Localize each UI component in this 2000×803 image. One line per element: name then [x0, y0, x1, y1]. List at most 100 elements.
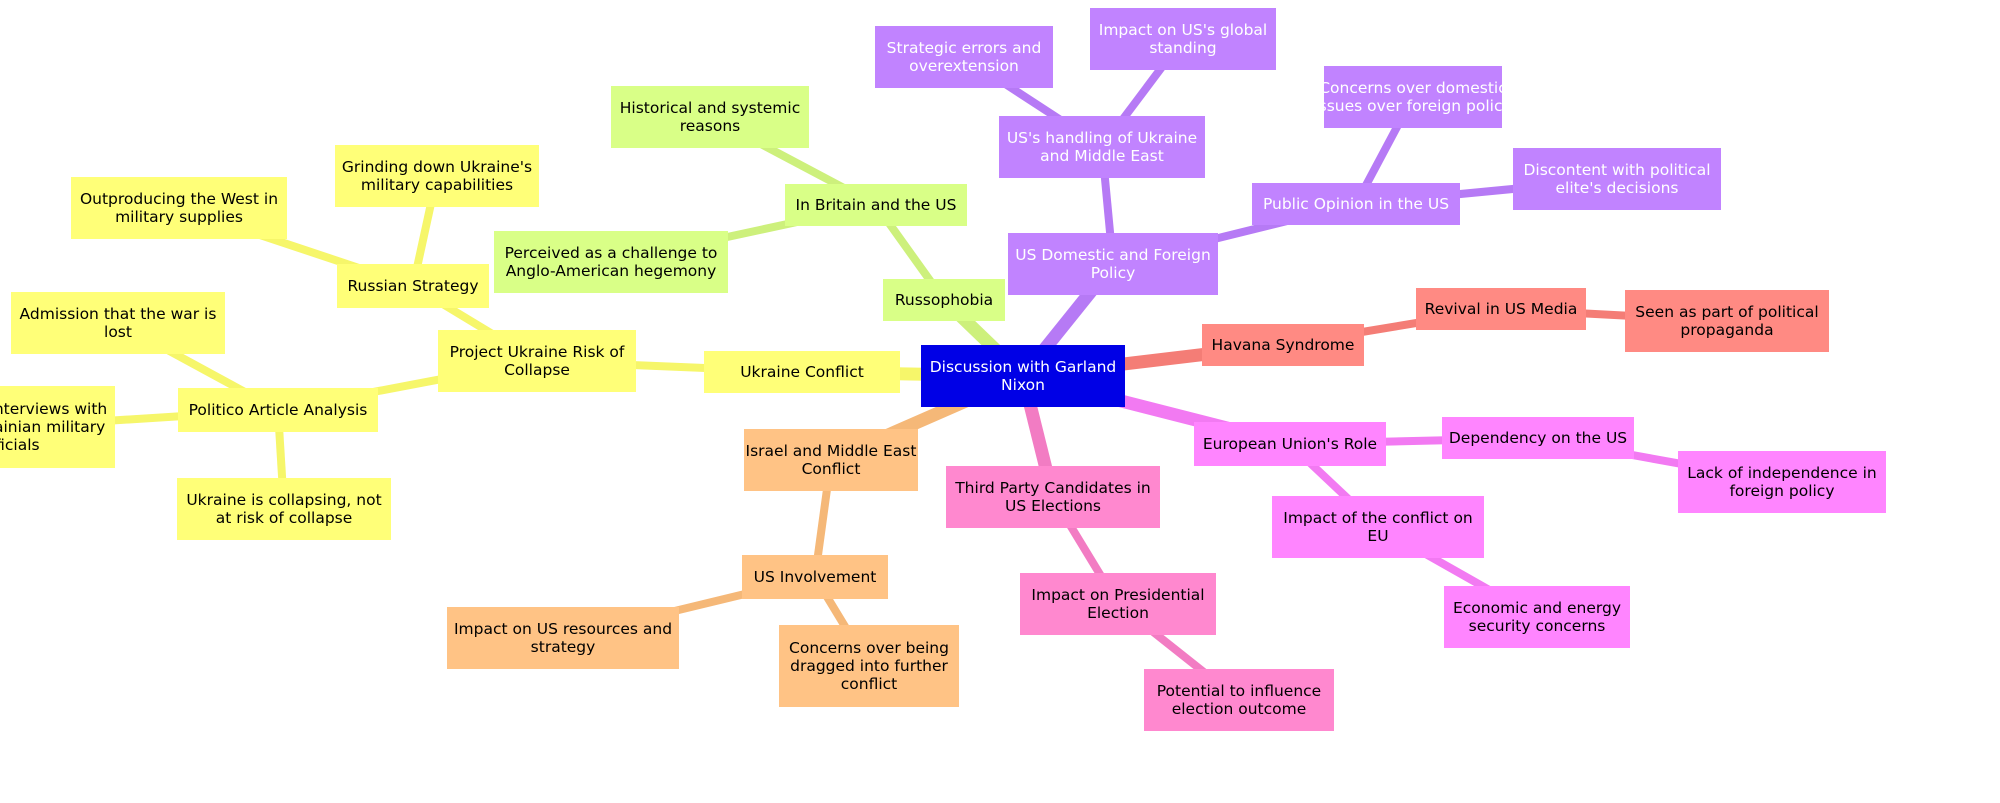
- node-label: US Domestic and Foreign: [1015, 246, 1211, 264]
- node-label: Impact on US resources and: [454, 620, 672, 638]
- node-label: propaganda: [1680, 321, 1773, 339]
- node-label: and Middle East: [1040, 147, 1164, 165]
- node-box: [883, 279, 1005, 321]
- node-label: Admission that the war is: [20, 305, 217, 323]
- node-label: Revival in US Media: [1425, 300, 1578, 318]
- node-box: [779, 625, 959, 707]
- node-label: US Elections: [1005, 497, 1101, 515]
- node-label: Politico Article Analysis: [189, 401, 368, 419]
- node-label: Third Party Candidates in: [954, 479, 1151, 497]
- node-box: [337, 264, 489, 308]
- node-label: Project Ukraine Risk of: [450, 343, 625, 361]
- node-interviews: Based on interviews withsenior Ukrainian…: [0, 386, 115, 468]
- node-label: Dependency on the US: [1449, 429, 1627, 447]
- node-box: [1272, 496, 1484, 558]
- node-challenge: Perceived as a challenge toAnglo-America…: [494, 231, 728, 293]
- node-label: lost: [104, 323, 132, 341]
- node-label: overextension: [909, 57, 1019, 75]
- node-label: EU: [1367, 527, 1388, 545]
- node-label: European Union's Role: [1203, 435, 1377, 453]
- node-label: military capabilities: [361, 176, 513, 194]
- node-box: [1020, 573, 1216, 635]
- node-label: Russophobia: [895, 291, 993, 309]
- node-label: reasons: [680, 117, 741, 135]
- node-box: [785, 184, 967, 226]
- node-label: Election: [1087, 604, 1149, 622]
- node-label: Discontent with political: [1523, 161, 1710, 179]
- node-dependency: Dependency on the US: [1442, 417, 1634, 459]
- node-box: [1144, 669, 1334, 731]
- node-label: Lack of independence in: [1687, 464, 1876, 482]
- node-label: Grinding down Ukraine's: [342, 158, 532, 176]
- node-label: dragged into further: [790, 657, 948, 675]
- node-box: [438, 330, 636, 392]
- node-revival: Revival in US Media: [1416, 288, 1586, 330]
- node-label: issues over foreign policy: [1314, 97, 1511, 115]
- node-label: Havana Syndrome: [1212, 336, 1355, 354]
- node-box: [1416, 288, 1586, 330]
- node-box: [704, 351, 900, 393]
- node-us-involvement: US Involvement: [742, 555, 888, 599]
- node-box: [1194, 422, 1386, 466]
- node-russophobia-node: Russophobia: [883, 279, 1005, 321]
- node-label: Ukraine is collapsing, not: [186, 491, 381, 509]
- node-box: [177, 478, 391, 540]
- node-label: US's handling of Ukraine: [1007, 129, 1197, 147]
- node-box: [1090, 8, 1276, 70]
- node-box: [999, 116, 1205, 178]
- node-label: election outcome: [1172, 700, 1307, 718]
- node-britain-us: In Britain and the US: [785, 184, 967, 226]
- node-box: [71, 177, 287, 239]
- node-label: officials: [0, 436, 40, 454]
- node-label: Nixon: [1001, 376, 1045, 394]
- node-label: security concerns: [1469, 617, 1606, 635]
- node-label: elite's decisions: [1556, 179, 1679, 197]
- node-politico: Politico Article Analysis: [178, 388, 378, 432]
- node-label: Israel and Middle East: [746, 442, 917, 460]
- node-box: [335, 145, 539, 207]
- node-box: [178, 388, 378, 432]
- node-label: Discussion with Garland: [930, 358, 1117, 376]
- node-label: Perceived as a challenge to: [505, 244, 718, 262]
- node-label: Concerns over being: [789, 639, 949, 657]
- node-label: Impact on Presidential: [1031, 586, 1204, 604]
- node-box: [611, 86, 809, 148]
- node-label: military supplies: [115, 208, 243, 226]
- node-label: Outproducing the West in: [80, 190, 278, 208]
- node-label: Impact of the conflict on: [1283, 509, 1473, 527]
- node-label: Based on interviews with: [0, 400, 107, 418]
- node-label: Seen as part of political: [1635, 303, 1818, 321]
- node-box: [875, 26, 1053, 88]
- node-label: strategy: [531, 638, 596, 656]
- node-label: Strategic errors and: [887, 39, 1042, 57]
- node-box: [744, 429, 918, 491]
- node-box: [1625, 290, 1829, 352]
- node-box: [1324, 66, 1502, 128]
- node-label: Russian Strategy: [347, 277, 478, 295]
- node-box: [1252, 183, 1460, 225]
- node-box: [921, 345, 1125, 407]
- node-label: In Britain and the US: [796, 196, 957, 214]
- node-label: conflict: [841, 675, 898, 693]
